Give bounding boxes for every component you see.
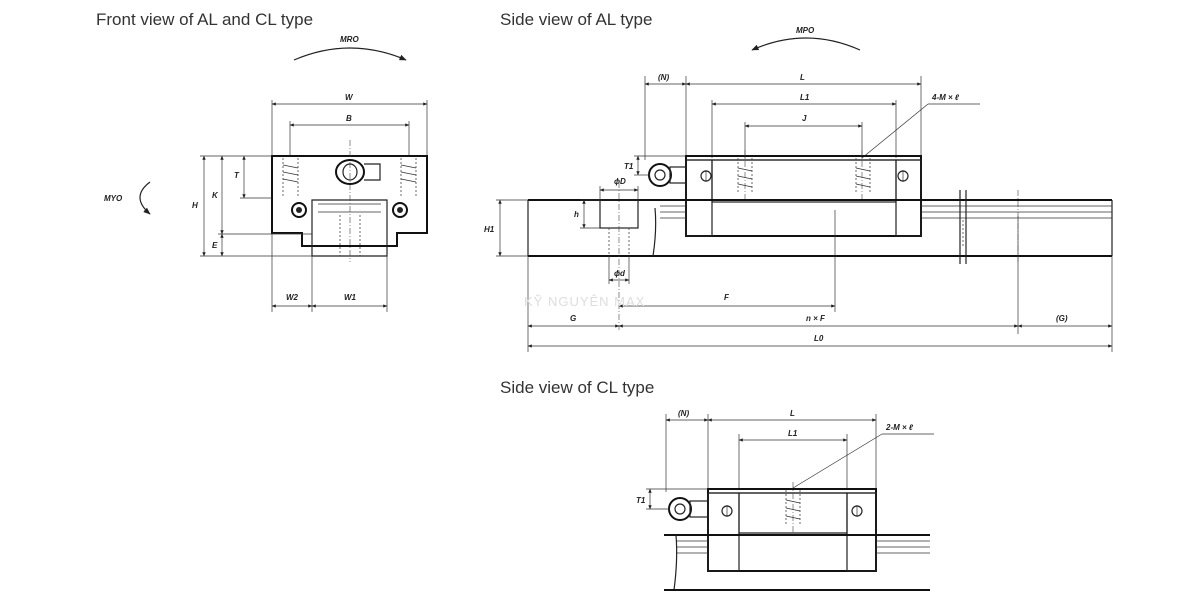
cl-label-l: L — [790, 409, 795, 418]
watermark: KỸ NGUYÊN MAX — [524, 294, 645, 309]
label-f: F — [724, 293, 730, 302]
front-view: MRO MYO W B — [104, 35, 428, 312]
label-h1: H1 — [484, 225, 495, 234]
label-e: E — [212, 241, 218, 250]
ball-right — [392, 202, 408, 218]
label-nf: n × F — [806, 314, 826, 323]
label-l1: L1 — [800, 93, 810, 102]
label-h: H — [192, 201, 198, 210]
rolling-moment-arc — [293, 47, 407, 61]
cl-grease-nipple — [668, 497, 692, 521]
label-w: W — [345, 93, 354, 102]
cl-mounting-leader — [792, 433, 883, 489]
label-phi-d-upper: ϕD — [614, 177, 626, 186]
rail-break — [959, 190, 967, 264]
label-phi-d-lower: ϕd — [614, 269, 626, 278]
label-b: B — [346, 114, 352, 123]
label-n: (N) — [658, 73, 669, 82]
side-view-cl: (N) L L1 2-M × ℓ T1 — [636, 409, 934, 591]
cl-label-n: (N) — [678, 409, 689, 418]
label-g-paren: (G) — [1056, 314, 1068, 323]
label-m-ro: MRO — [340, 35, 359, 44]
yaw-moment-arc — [139, 181, 151, 215]
front-view-title: Front view of AL and CL type — [96, 10, 314, 29]
grease-nipple — [335, 159, 365, 185]
label-k: K — [212, 191, 219, 200]
label-g: G — [570, 314, 576, 323]
pitching-moment-arc — [751, 37, 861, 51]
label-l0: L0 — [814, 334, 824, 343]
al-block — [685, 155, 922, 237]
mounting-leader — [861, 103, 929, 159]
label-w1: W1 — [344, 293, 357, 302]
cl-label-2m: 2-M × ℓ — [885, 423, 914, 432]
cl-label-l1: L1 — [788, 429, 798, 438]
label-l: L — [800, 73, 805, 82]
label-h-small: h — [574, 210, 579, 219]
label-j: J — [802, 114, 807, 123]
label-t: T — [234, 171, 240, 180]
al-side-view-title: Side view of AL type — [500, 10, 653, 29]
al-grease-nipple — [648, 163, 672, 187]
cl-label-t1: T1 — [636, 496, 646, 505]
block-body — [271, 155, 428, 247]
ball-left — [291, 202, 307, 218]
label-4m: 4-M × ℓ — [931, 93, 960, 102]
label-t1: T1 — [624, 162, 634, 171]
label-m-yo: MYO — [104, 194, 123, 203]
rail-profile — [311, 199, 388, 257]
side-view-al: MPO (N) L L1 J 4-M × ℓ — [484, 26, 1113, 352]
label-w2: W2 — [286, 293, 299, 302]
label-m-po: MPO — [796, 26, 815, 35]
cl-side-view-title: Side view of CL type — [500, 378, 655, 397]
